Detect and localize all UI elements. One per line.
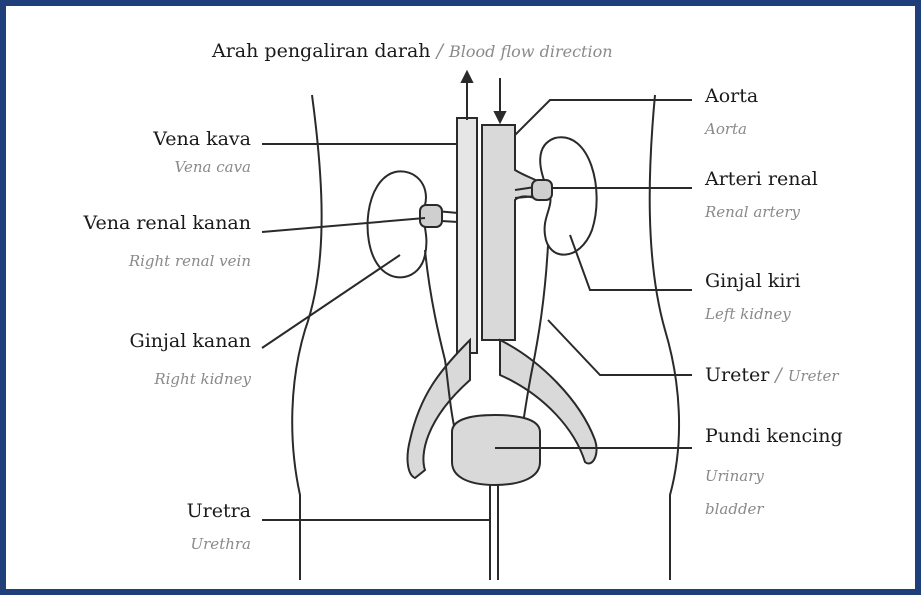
label-vena-kava: Vena kava — [153, 128, 251, 150]
label-ginjal-kanan: Ginjal kanan — [130, 330, 251, 352]
title-main: Arah pengaliran darah — [212, 40, 431, 62]
label-vena-kava-en: Vena cava — [175, 158, 251, 176]
label-arteri-renal-en: Renal artery — [705, 203, 800, 221]
label-ureter-en: Ureter — [788, 367, 839, 385]
leader-aorta — [515, 100, 692, 135]
arrow-down-head — [495, 112, 505, 122]
label-vena-renal-kanan: Vena renal kanan — [84, 212, 251, 234]
label-ureter-ms: Ureter — [705, 364, 769, 386]
label-uretra-en: Urethra — [191, 535, 252, 553]
body-outline-left — [292, 95, 321, 580]
label-arteri-renal: Arteri renal — [705, 168, 818, 190]
title-english: Blood flow direction — [449, 42, 612, 61]
body-outline-right — [650, 95, 679, 580]
label-pundi-kencing-en2: bladder — [705, 500, 764, 518]
aorta — [482, 125, 548, 340]
label-ureter-sep: / — [775, 364, 781, 386]
leader-ginjal-kiri — [570, 235, 692, 290]
vena-cava — [457, 118, 477, 353]
urethra — [490, 485, 498, 580]
label-ginjal-kiri: Ginjal kiri — [705, 270, 801, 292]
title-separator: / — [437, 40, 443, 62]
label-aorta: Aorta — [705, 85, 758, 107]
label-pundi-kencing-en1: Urinary — [705, 467, 764, 485]
label-uretra: Uretra — [187, 500, 251, 522]
label-ginjal-kiri-en: Left kidney — [705, 305, 791, 323]
label-pundi-kencing: Pundi kencing — [705, 425, 843, 447]
left-renal-artery-knot — [532, 180, 552, 200]
right-kidney — [368, 171, 427, 277]
diagram-title: Arah pengaliran darah / Blood flow direc… — [212, 40, 613, 63]
label-ureter: Ureter / Ureter — [705, 364, 839, 387]
urinary-bladder — [452, 415, 540, 485]
right-renal-vein-knot — [420, 205, 442, 227]
arrow-up-head — [462, 72, 472, 82]
label-vena-renal-kanan-en: Right renal vein — [129, 252, 251, 270]
leader-ginjal-kanan — [262, 255, 400, 348]
label-aorta-en: Aorta — [705, 120, 747, 138]
label-ginjal-kanan-en: Right kidney — [154, 370, 251, 388]
